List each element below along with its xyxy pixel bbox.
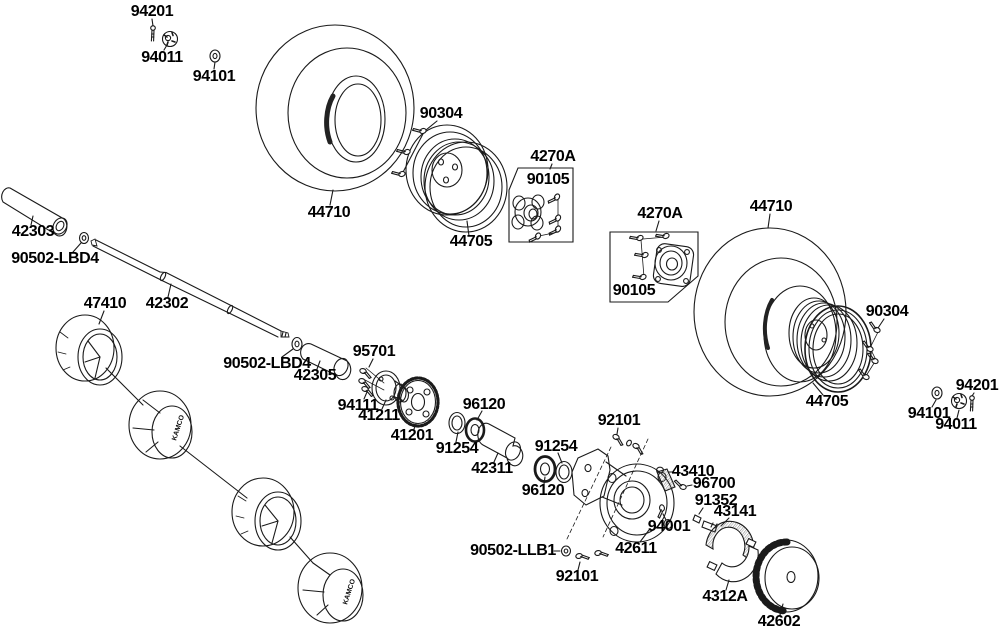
part-label-47410: 47410 xyxy=(83,295,127,312)
part-label-94101-left: 94101 xyxy=(192,68,236,85)
part-label-4270A-left: 4270A xyxy=(530,148,576,165)
part-label-44705-right: 44705 xyxy=(805,393,849,410)
part-label-92101-b: 92101 xyxy=(555,568,599,585)
part-label-94201-right: 94201 xyxy=(955,377,999,394)
part-label-96120-a: 96120 xyxy=(462,396,506,413)
part-label-94201-left: 94201 xyxy=(130,3,174,20)
part-label-42311: 42311 xyxy=(471,460,513,477)
spacer-42305 xyxy=(301,344,351,380)
part-label-42602: 42602 xyxy=(757,613,801,630)
part-label-43410: 43410 xyxy=(671,463,715,480)
part-label-41211: 41211 xyxy=(358,407,400,424)
bolts-90304-left xyxy=(390,121,437,181)
bearing-set-a xyxy=(449,411,484,442)
part-label-43141: 43141 xyxy=(713,503,757,520)
part-label-90502-LLB1: 90502-LLB1 xyxy=(470,542,556,559)
hub-cap-1 xyxy=(56,315,122,385)
brake-adjuster-group xyxy=(655,467,729,532)
part-label-90304-right: 90304 xyxy=(865,303,909,320)
axle-sleeve-42303 xyxy=(2,188,70,237)
part-label-90105-left: 90105 xyxy=(526,171,570,188)
part-label-96120-b: 96120 xyxy=(521,482,565,499)
part-label-90502-LBD4-a: 90502-LBD4 xyxy=(11,250,99,267)
sprocket-41201 xyxy=(398,378,438,429)
spacer-42311 xyxy=(478,423,524,466)
part-label-90304-left: 90304 xyxy=(419,105,463,122)
hub-carrier-42611 xyxy=(572,449,674,542)
part-label-91352: 91352 xyxy=(694,492,738,509)
brake-drum-42602 xyxy=(754,540,819,615)
axle-shaft-42302 xyxy=(91,239,289,337)
part-label-94011-right: 94011 xyxy=(935,416,977,433)
part-label-44705-left: 44705 xyxy=(449,233,493,250)
brake-shoes-4312A xyxy=(706,521,758,590)
washer-lbd4-b xyxy=(282,338,302,358)
part-label-94001: 94001 xyxy=(647,518,691,535)
part-label-95701: 95701 xyxy=(352,343,396,360)
part-label-42611: 42611 xyxy=(615,540,657,557)
bearing-set-b xyxy=(535,453,572,484)
part-label-96700: 96700 xyxy=(692,475,736,492)
part-label-44710-left: 44710 xyxy=(307,204,351,221)
rim-left xyxy=(406,125,507,236)
washer-lbd4-a xyxy=(73,233,89,253)
hub-plate-box-left xyxy=(509,164,573,246)
part-label-4270A-right: 4270A xyxy=(637,205,683,222)
tire-left xyxy=(256,25,414,205)
bolts-90304-right xyxy=(855,319,884,381)
hub-cap-3 xyxy=(232,478,301,550)
part-label-91254-b: 91254 xyxy=(534,438,578,455)
hub-plate-left xyxy=(512,195,544,230)
part-label-90502-LBD4-b: 90502-LBD4 xyxy=(223,355,311,372)
part-label-42303: 42303 xyxy=(11,223,55,240)
axle-nut-hardware-left xyxy=(150,19,221,69)
part-label-42302: 42302 xyxy=(145,295,189,312)
part-label-44710-right: 44710 xyxy=(749,198,793,215)
part-label-94101-right: 94101 xyxy=(907,405,951,422)
part-label-91254-a: 91254 xyxy=(435,440,479,457)
part-label-92101-a: 92101 xyxy=(597,412,641,429)
bolts-92101-upper xyxy=(610,428,647,456)
hardware-llb1-92101 xyxy=(554,546,610,570)
part-label-42305: 42305 xyxy=(293,367,337,384)
alignment-dashed-lines xyxy=(566,439,648,541)
part-label-4312A: 4312A xyxy=(702,588,748,605)
axle-nut-hardware-right xyxy=(931,386,975,418)
hub-plate-right xyxy=(652,243,694,288)
part-label-94111: 94111 xyxy=(337,397,379,414)
part-label-90105-right: 90105 xyxy=(612,282,656,299)
hub-plate-box-right xyxy=(610,221,698,302)
part-label-94011-left: 94011 xyxy=(141,49,183,66)
part-label-41201: 41201 xyxy=(390,427,434,444)
